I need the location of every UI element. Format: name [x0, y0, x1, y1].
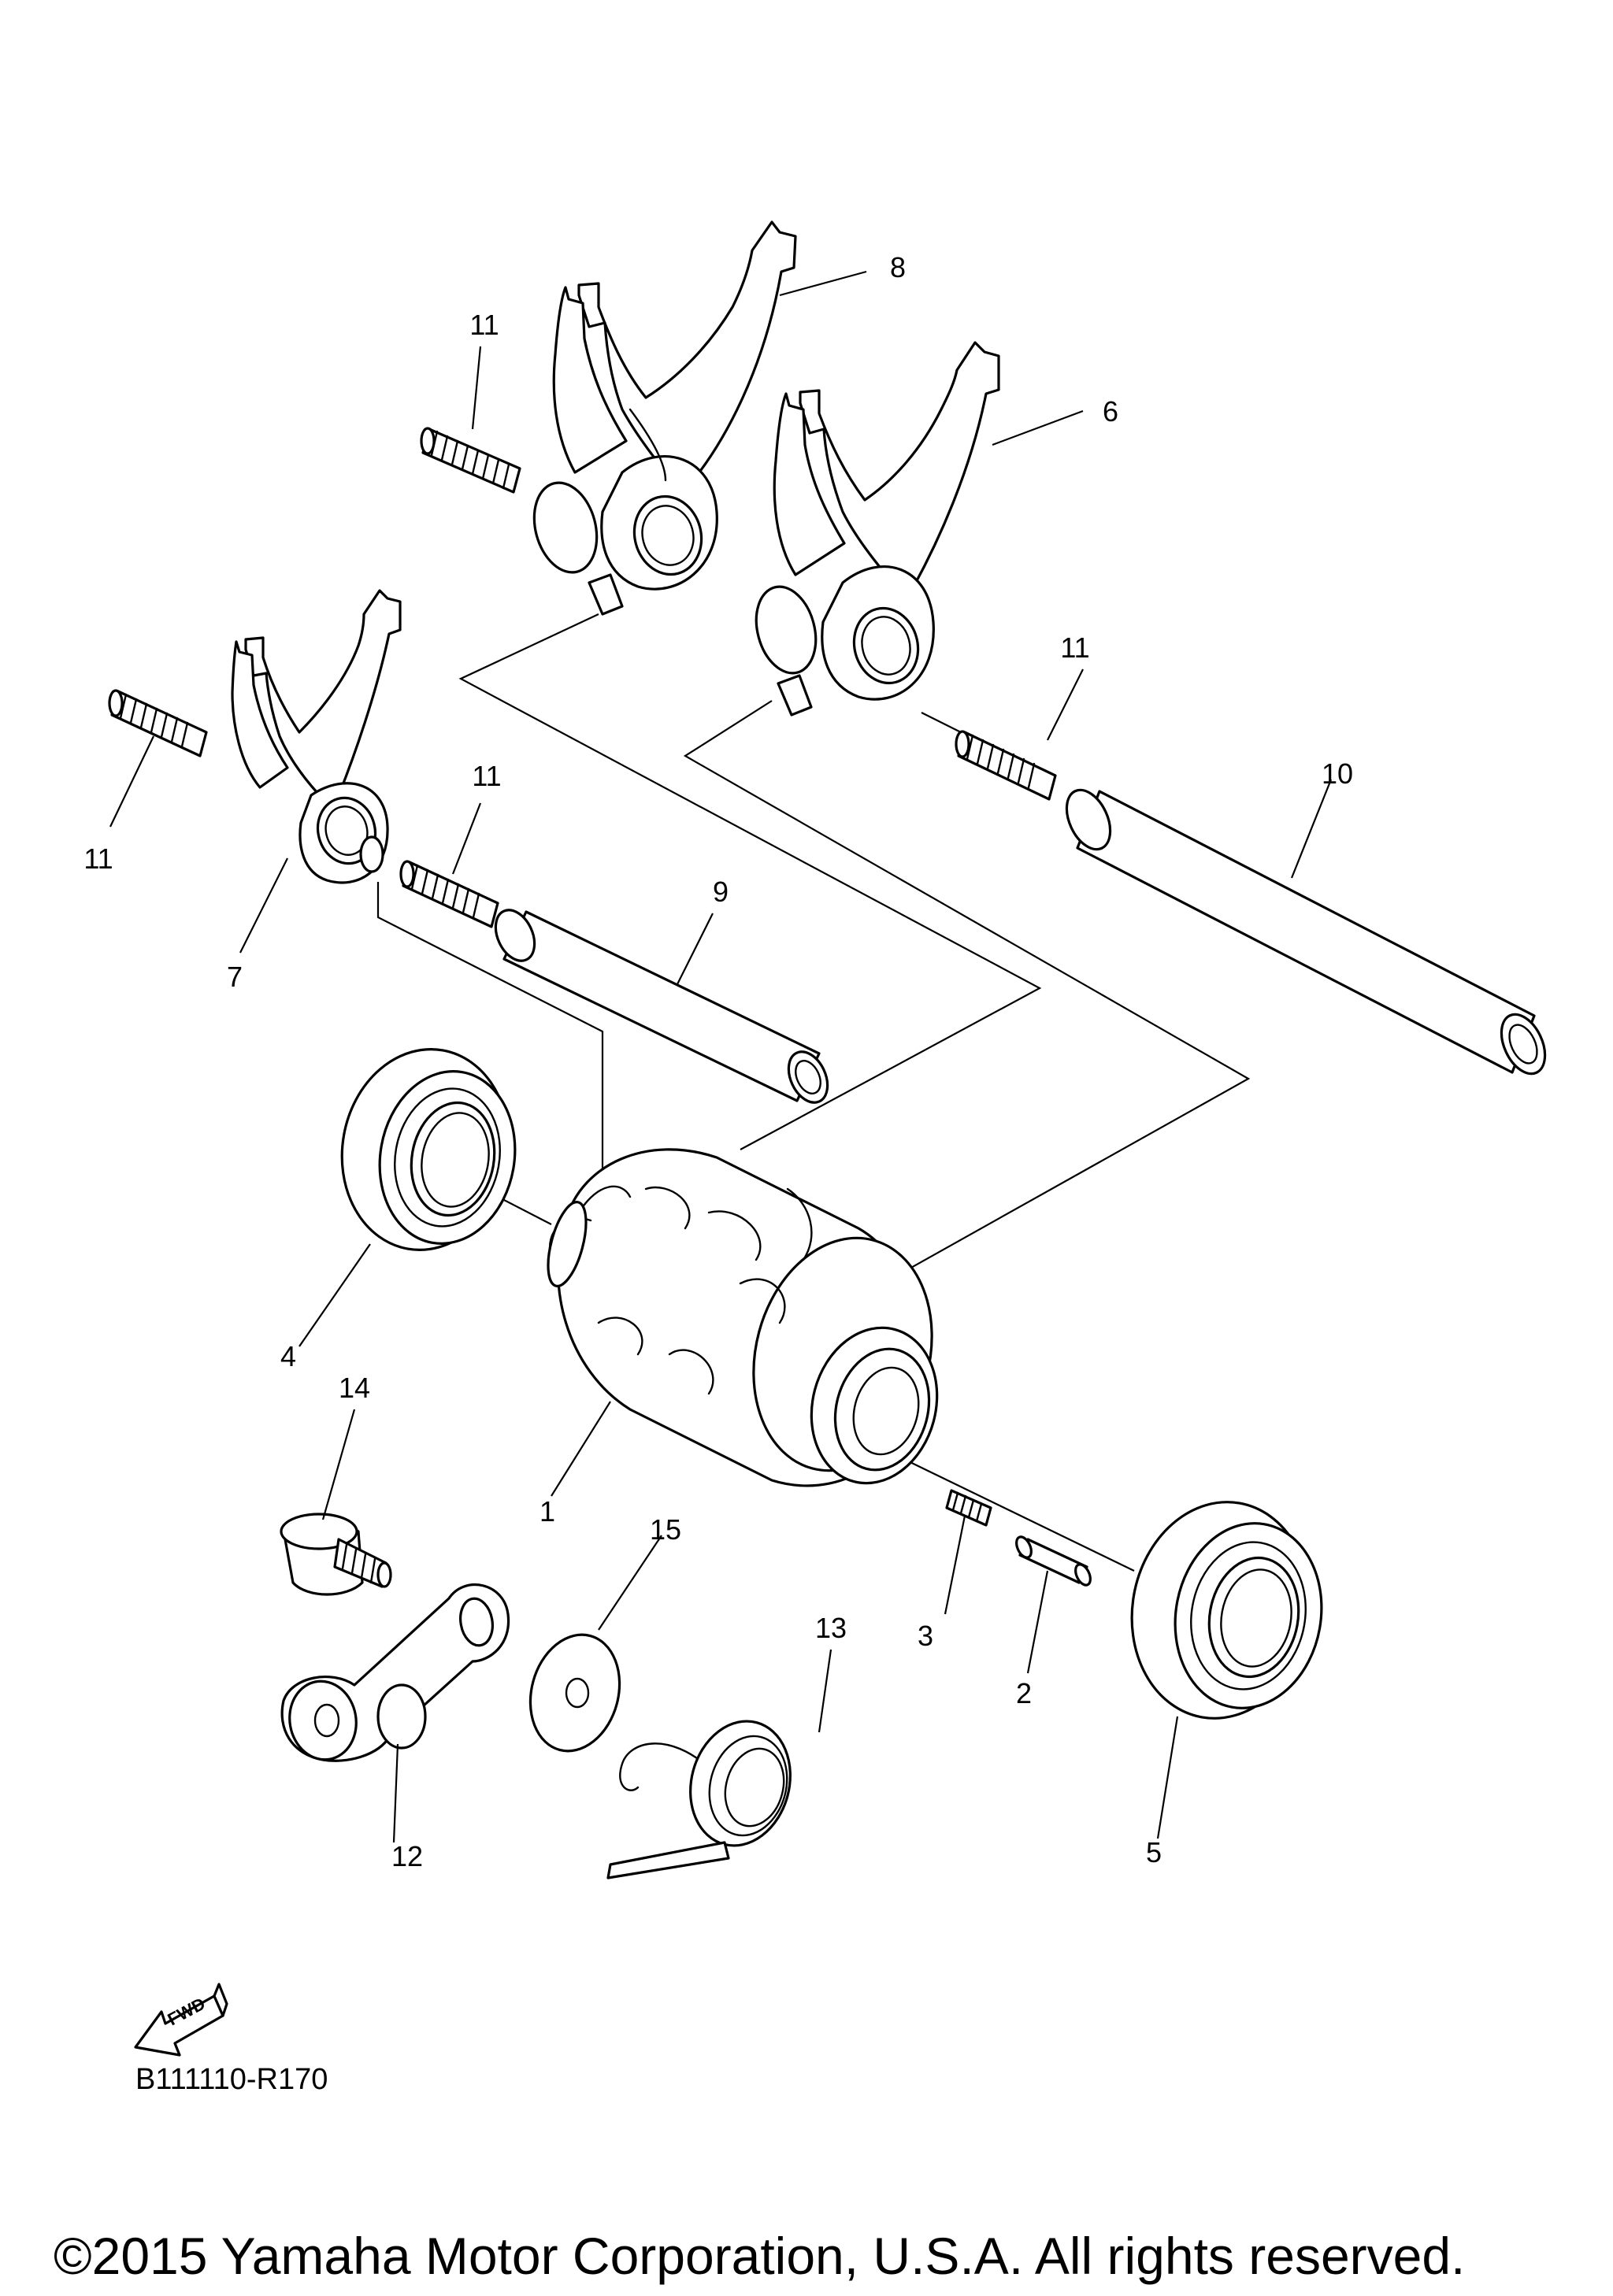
bearing-4: [340, 1048, 517, 1251]
shift-drum-1: [547, 1148, 939, 1487]
callout-15: 15: [650, 1513, 681, 1546]
bearing-5: [1130, 1501, 1323, 1720]
spring-3: [945, 1489, 992, 1527]
shaft-10: [1065, 788, 1547, 1076]
shift-fork-6: [755, 341, 1000, 717]
bolt-14: [280, 1513, 392, 1596]
shift-fork-7: [231, 589, 402, 884]
callout-11: 11: [469, 309, 499, 341]
callout-8: 8: [890, 251, 906, 283]
copyright-notice: ©2015 Yamaha Motor Corporation, U.S.A. A…: [54, 2227, 1465, 2285]
pin-2: [1015, 1535, 1092, 1587]
callout-5: 5: [1146, 1836, 1162, 1868]
lever-12: [280, 1583, 510, 1762]
callout-14: 14: [339, 1372, 370, 1404]
reference-code: B111110-R170: [135, 2063, 328, 2096]
spring-11-a: [420, 427, 521, 494]
spring-11-c: [399, 860, 499, 928]
shift-fork-8: [532, 220, 797, 616]
callout-2: 2: [1016, 1677, 1032, 1709]
callout-10: 10: [1322, 757, 1353, 790]
callout-7: 7: [227, 961, 243, 993]
callout-labels: 8 6 11 11 11 11 7 10 9 4 1 14 15 13 3 2 …: [83, 251, 1353, 1872]
callout-11: 11: [472, 760, 501, 792]
callout-11: 11: [83, 842, 113, 875]
fwd-arrow-icon: FWD: [134, 1983, 228, 2057]
callout-1: 1: [540, 1495, 555, 1528]
callout-leaders: [109, 270, 1333, 1843]
callout-6: 6: [1103, 395, 1118, 428]
assembly-lines: [376, 613, 1251, 1572]
callout-12: 12: [391, 1840, 423, 1872]
spring-11-d: [955, 730, 1057, 801]
torsion-spring-13: [606, 1720, 792, 1879]
spring-11-b: [108, 689, 208, 757]
callout-3: 3: [918, 1620, 933, 1652]
callout-11: 11: [1060, 631, 1089, 664]
shaft-9: [494, 909, 829, 1104]
washer-15: [528, 1633, 621, 1753]
callout-13: 13: [815, 1612, 847, 1644]
callout-9: 9: [713, 876, 729, 908]
callout-4: 4: [280, 1340, 296, 1372]
